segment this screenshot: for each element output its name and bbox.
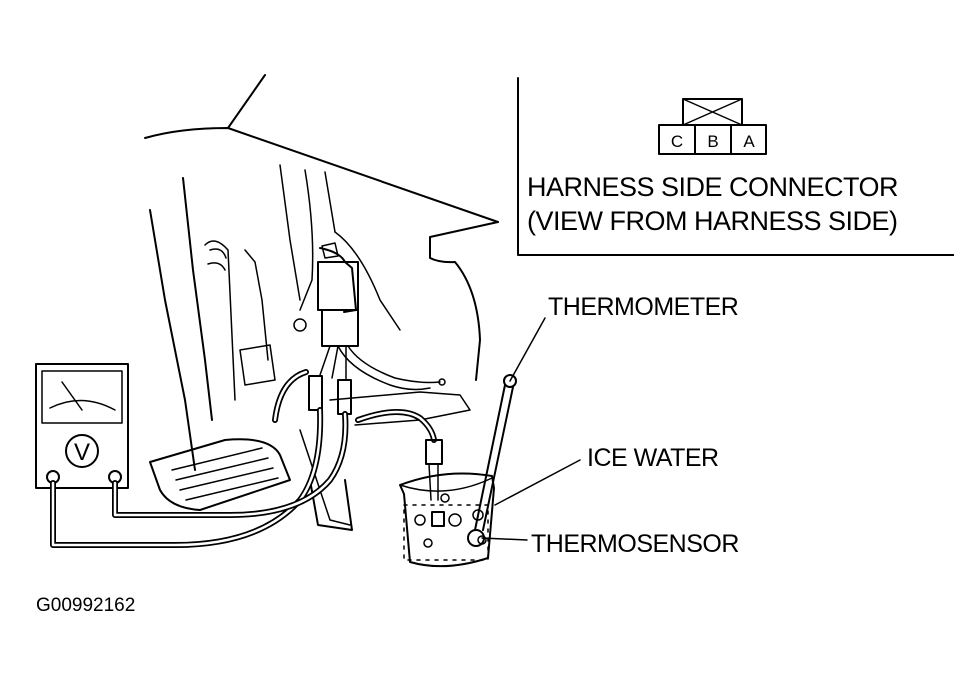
connector-pin-a: A xyxy=(743,132,755,151)
voltmeter-case xyxy=(35,363,129,489)
inset-border xyxy=(517,77,954,256)
ice-water-label: ICE WATER xyxy=(587,444,719,472)
thermometer xyxy=(467,374,517,547)
thermometer-stem xyxy=(474,384,506,531)
beaker-rim xyxy=(399,477,493,492)
harness-clip xyxy=(321,242,339,259)
voltmeter-symbol-ring xyxy=(65,434,99,468)
ice-cube xyxy=(414,514,426,526)
ice-water-leader xyxy=(494,459,581,506)
probe-right xyxy=(337,379,352,415)
ice-water xyxy=(403,504,489,561)
panel-line xyxy=(334,231,401,331)
support-arm xyxy=(299,429,351,526)
clip xyxy=(207,248,227,271)
fender-edge xyxy=(429,221,499,381)
connector-pin-b: B xyxy=(707,132,718,151)
beaker xyxy=(399,472,495,568)
support-foot xyxy=(309,479,353,531)
leader-lines xyxy=(481,317,581,541)
panel-line xyxy=(279,164,301,301)
thermometer-leader xyxy=(509,317,546,382)
figure-code: G00992162 xyxy=(36,595,135,616)
bolt xyxy=(293,318,307,332)
lead-tail xyxy=(272,369,309,423)
connector-caption-line2: (VIEW FROM HARNESS SIDE) xyxy=(527,206,898,236)
firewall-inner xyxy=(182,177,213,421)
connector-diagram: C B A xyxy=(658,98,767,155)
thermosensor-leader xyxy=(481,537,528,541)
connector-latch-cross xyxy=(682,98,743,126)
panel-line xyxy=(299,169,314,311)
thermometer-stem xyxy=(482,386,514,531)
thermosensor-connector xyxy=(425,439,443,465)
ice-cube xyxy=(423,538,433,548)
thermometer-top xyxy=(503,374,517,388)
voltmeter-dial-window xyxy=(41,370,123,424)
thermosensor-label: THERMOSENSOR xyxy=(531,530,739,558)
voltmeter-needle xyxy=(61,381,83,411)
pedal-ribs xyxy=(171,447,279,501)
firewall-left xyxy=(149,209,196,471)
probe-left xyxy=(308,375,323,411)
harness-wire xyxy=(319,345,347,381)
connector-caption-line1: HARNESS SIDE CONNECTOR xyxy=(527,172,898,202)
ice-cube xyxy=(440,493,450,503)
harness-wire xyxy=(337,345,431,391)
harness-connector-lower xyxy=(321,309,359,347)
connector-body xyxy=(658,124,767,155)
mount-plate xyxy=(239,344,276,386)
bracket-edge xyxy=(244,249,269,361)
connector-pin-c: C xyxy=(671,132,683,151)
beaker-body xyxy=(399,472,495,568)
thermosensor-tip xyxy=(431,511,445,527)
hood-line xyxy=(227,74,266,129)
connector-inset: C B A HARNESS SIDE CONNECTOR (VIEW FROM … xyxy=(517,77,954,256)
thermometer-label: THERMOMETER xyxy=(548,293,738,321)
cowl-line xyxy=(144,127,499,223)
thermosensor-leads xyxy=(428,463,439,501)
brace xyxy=(204,240,236,401)
pedal-pad xyxy=(149,438,291,511)
lower-panel xyxy=(329,391,471,426)
harness xyxy=(308,242,441,415)
pedal xyxy=(149,438,291,511)
voltmeter: V xyxy=(35,363,129,489)
harness-connector-top xyxy=(319,247,357,313)
voltmeter-symbol: V xyxy=(74,439,90,466)
panel-line xyxy=(324,171,336,233)
thermosensor xyxy=(425,439,445,527)
harness-wire xyxy=(347,345,441,384)
ice-cube xyxy=(448,513,462,527)
vehicle-body xyxy=(144,74,499,531)
voltmeter-scale xyxy=(49,399,116,411)
test-leads xyxy=(50,369,437,548)
